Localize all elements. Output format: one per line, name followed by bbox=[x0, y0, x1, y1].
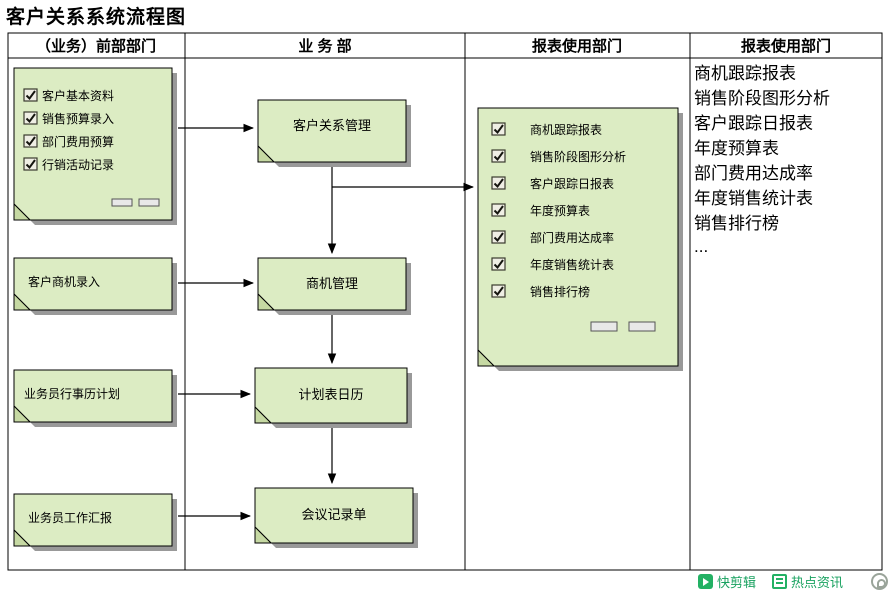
doc-reports: 商机跟踪报表 销售阶段图形分析 客户跟踪日报表 年度预算表 部门费用达成率 年度… bbox=[477, 107, 683, 371]
doc-label: 客户商机录入 bbox=[28, 274, 100, 289]
quick-clip-icon bbox=[698, 573, 713, 589]
report-item-label: 销售排行榜 bbox=[530, 284, 590, 299]
lane-header-report-users-2: 报表使用部门 bbox=[741, 37, 831, 55]
checkbox-icon bbox=[491, 149, 506, 163]
checkbox-icon bbox=[491, 257, 506, 271]
checkbox-icon bbox=[23, 111, 38, 125]
lane-header-report-users-1: 报表使用部门 bbox=[532, 37, 622, 55]
proc-label: 商机管理 bbox=[306, 276, 358, 291]
doc-body bbox=[477, 107, 679, 367]
checkbox-icon bbox=[23, 134, 38, 148]
doc-body bbox=[13, 369, 173, 423]
report-list-item: 年度销售统计表 bbox=[694, 189, 813, 208]
doc-body bbox=[257, 99, 407, 163]
assistant-icon[interactable] bbox=[871, 572, 888, 590]
doc-body bbox=[13, 67, 173, 221]
doc-button-placeholder bbox=[628, 321, 656, 332]
quick-clip-button[interactable]: 快剪辑 bbox=[698, 572, 756, 590]
doc-fold-corner bbox=[13, 292, 32, 311]
proc-label: 计划表日历 bbox=[298, 387, 363, 402]
checkbox-icon bbox=[491, 284, 506, 298]
doc-label: 业务员工作汇报 bbox=[28, 510, 112, 525]
doc-fold-corner bbox=[254, 525, 273, 544]
report-item-label: 客户跟踪日报表 bbox=[530, 176, 614, 191]
checkbox-icon bbox=[23, 157, 38, 171]
doc-fold-corner bbox=[477, 348, 496, 367]
doc-body bbox=[257, 257, 407, 311]
doc-button-placeholder bbox=[111, 198, 133, 207]
doc-lead-entry: 客户商机录入 bbox=[13, 257, 177, 315]
report-item-label: 年度预算表 bbox=[530, 203, 590, 218]
doc-item-label: 行销活动记录 bbox=[42, 158, 114, 172]
report-list-item: 商机跟踪报表 bbox=[694, 64, 796, 83]
doc-item-label: 销售预算录入 bbox=[42, 111, 114, 126]
proc-label: 会议记录单 bbox=[301, 507, 366, 522]
doc-item-label: 客户基本资料 bbox=[42, 88, 114, 103]
proc-calendar: 计划表日历 bbox=[254, 367, 412, 428]
doc-work-report: 业务员工作汇报 bbox=[13, 493, 177, 551]
doc-body bbox=[254, 487, 414, 544]
doc-schedule-plan: 业务员行事历计划 bbox=[13, 369, 177, 427]
doc-button-placeholder bbox=[590, 321, 618, 332]
doc-fold-corner bbox=[257, 292, 276, 311]
doc-button-placeholder bbox=[138, 198, 160, 207]
report-list: 商机跟踪报表 销售阶段图形分析 客户跟踪日报表 年度预算表 部门费用达成率 年度… bbox=[694, 64, 830, 256]
report-list-item: ... bbox=[694, 237, 708, 256]
page-title: 客户关系系统流程图 bbox=[6, 7, 187, 28]
checkbox-icon bbox=[491, 203, 506, 217]
report-item-label: 商机跟踪报表 bbox=[530, 122, 602, 137]
doc-body bbox=[13, 257, 173, 311]
report-list-item: 部门费用达成率 bbox=[694, 164, 813, 183]
lane-header-front: （业务）前部部门 bbox=[36, 37, 156, 55]
proc-label: 客户关系管理 bbox=[293, 118, 371, 133]
doc-fold-corner bbox=[13, 528, 32, 547]
checkbox-icon bbox=[491, 122, 506, 136]
checkbox-icon bbox=[23, 88, 38, 102]
lane-headers: （业务）前部部门 业 务 部 报表使用部门 报表使用部门 bbox=[36, 37, 831, 55]
hot-news-icon bbox=[772, 573, 788, 589]
checkbox-icon bbox=[491, 230, 506, 244]
proc-crm: 客户关系管理 bbox=[257, 99, 411, 167]
doc-front-input: 客户基本资料 销售预算录入 部门费用预算 行销活动记录 bbox=[13, 67, 177, 225]
report-item-label: 销售阶段图形分析 bbox=[530, 149, 626, 164]
doc-label: 业务员行事历计划 bbox=[24, 386, 120, 401]
checkbox-icon bbox=[491, 176, 506, 190]
swimlane-grid bbox=[7, 32, 883, 571]
report-list-item: 销售阶段图形分析 bbox=[694, 89, 830, 108]
doc-fold-corner bbox=[254, 405, 273, 424]
hot-news-button[interactable]: 热点资讯 bbox=[772, 572, 843, 590]
report-list-item: 年度预算表 bbox=[694, 139, 779, 158]
diagram-border bbox=[7, 32, 883, 571]
lane-header-business: 业 务 部 bbox=[298, 37, 351, 55]
report-item-label: 年度销售统计表 bbox=[530, 257, 614, 272]
doc-body bbox=[254, 367, 408, 424]
hot-news-label: 热点资讯 bbox=[791, 574, 844, 590]
flow-arrows bbox=[178, 123, 475, 521]
quick-clip-label: 快剪辑 bbox=[717, 574, 757, 590]
doc-fold-corner bbox=[13, 202, 32, 221]
proc-meeting: 会议记录单 bbox=[254, 487, 418, 548]
doc-body bbox=[13, 493, 173, 547]
browser-overlay-toolbar: 快剪辑 热点资讯 bbox=[698, 572, 888, 590]
doc-fold-corner bbox=[257, 144, 276, 163]
proc-opportunity: 商机管理 bbox=[257, 257, 411, 315]
report-list-item: 销售排行榜 bbox=[694, 214, 779, 233]
doc-item-label: 部门费用预算 bbox=[42, 134, 114, 149]
report-list-item: 客户跟踪日报表 bbox=[694, 114, 813, 133]
doc-fold-corner bbox=[13, 404, 32, 423]
report-item-label: 部门费用达成率 bbox=[530, 230, 614, 245]
